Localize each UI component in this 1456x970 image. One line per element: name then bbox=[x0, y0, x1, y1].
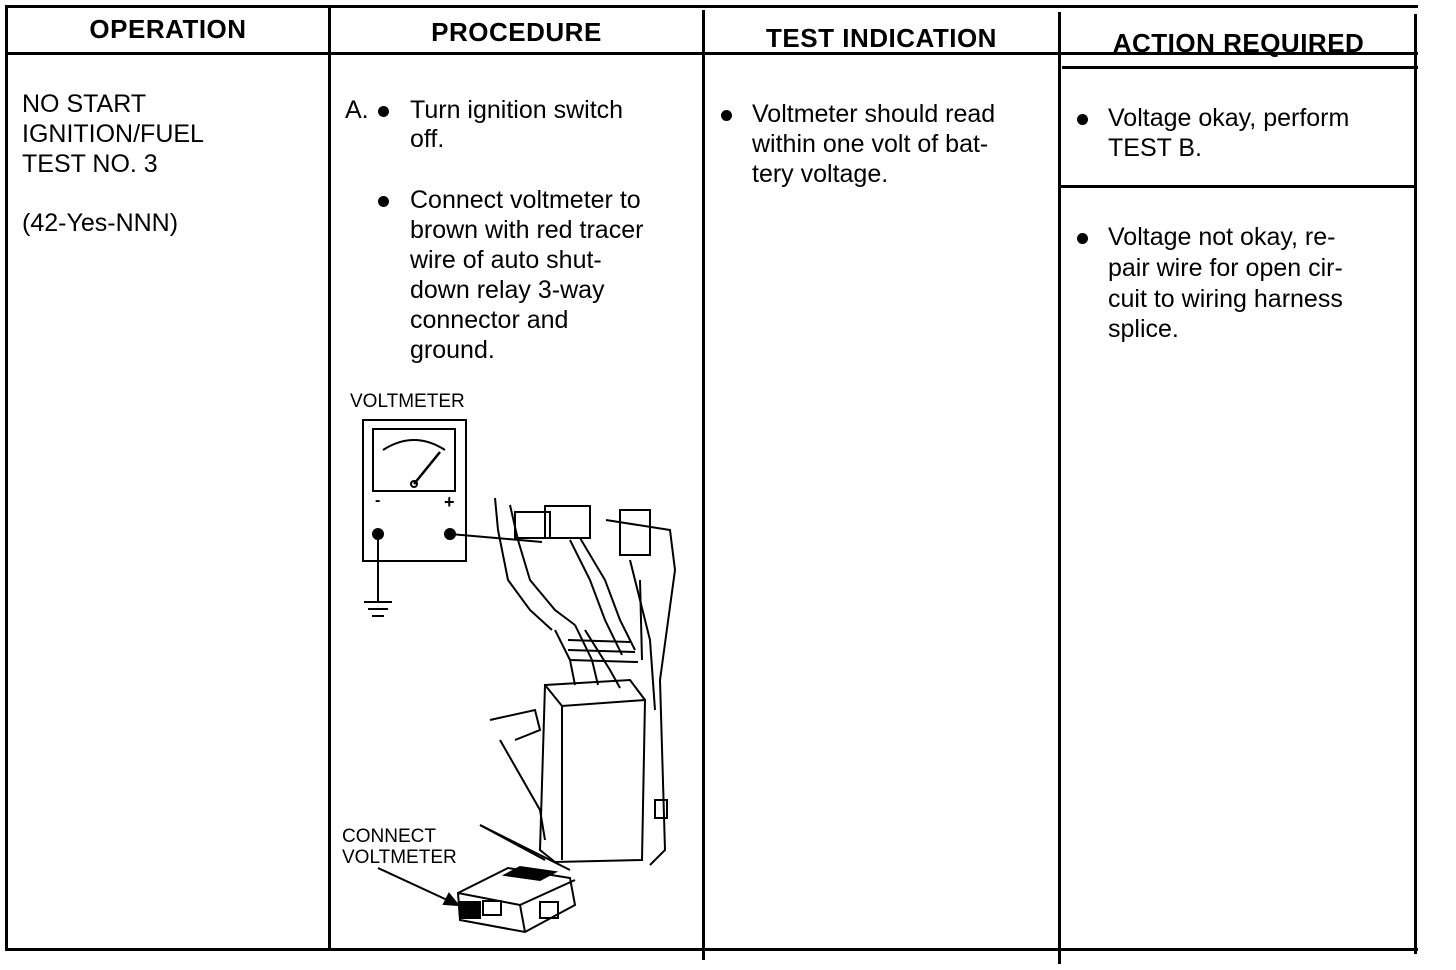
test-indication-line-1: Voltmeter should read bbox=[752, 100, 996, 128]
table-border-left bbox=[5, 5, 8, 950]
header-procedure: PROCEDURE bbox=[431, 17, 602, 47]
bullet-icon bbox=[1077, 233, 1088, 244]
action-ok-line-2: TEST B. bbox=[1108, 134, 1203, 162]
voltmeter-label: VOLTMETER bbox=[350, 391, 465, 412]
connect-label-line-2: VOLTMETER bbox=[342, 847, 457, 868]
bullet-icon bbox=[1077, 114, 1088, 125]
bullet-icon bbox=[378, 196, 389, 207]
step1-line-1: Turn ignition switch bbox=[410, 96, 624, 124]
step1-line-2: off. bbox=[410, 125, 445, 153]
step2-line-5: connector and bbox=[410, 306, 569, 334]
operation-code: (42-Yes-NNN) bbox=[22, 209, 179, 237]
bullet-icon bbox=[378, 106, 389, 117]
action-not-ok-line-3: cuit to wiring harness bbox=[1108, 285, 1343, 313]
table-border-right bbox=[1414, 14, 1417, 954]
step2-line-1: Connect voltmeter to bbox=[410, 186, 641, 214]
voltmeter-dial-window bbox=[372, 428, 456, 492]
voltmeter-body bbox=[362, 419, 467, 562]
bullet-icon bbox=[721, 110, 732, 121]
step2-line-3: wire of auto shut- bbox=[410, 246, 602, 274]
header-operation: OPERATION bbox=[89, 14, 247, 44]
step2-line-6: ground. bbox=[410, 336, 495, 364]
arrow-to-connector bbox=[377, 867, 459, 906]
header-divider bbox=[5, 52, 1418, 55]
test-indication-line-3: tery voltage. bbox=[752, 160, 889, 188]
operation-line-3: TEST NO. 3 bbox=[22, 150, 158, 178]
header-divider-right bbox=[1062, 66, 1418, 69]
action-not-ok-line-2: pair wire for open cir- bbox=[1108, 254, 1343, 282]
table-border-top bbox=[5, 5, 1418, 8]
step2-line-2: brown with red tracer bbox=[410, 216, 644, 244]
action-not-ok-line-4: splice. bbox=[1108, 315, 1179, 343]
voltmeter-needle bbox=[413, 451, 441, 485]
column-divider-2 bbox=[702, 10, 705, 960]
operation-line-2: IGNITION/FUEL bbox=[22, 120, 204, 148]
column-divider-1 bbox=[328, 8, 331, 950]
voltmeter-connection-illustration: - + bbox=[362, 419, 677, 934]
table-border-bottom bbox=[5, 948, 1418, 951]
action-not-ok-line-1: Voltage not okay, re- bbox=[1108, 223, 1336, 251]
column-divider-3 bbox=[1058, 12, 1061, 964]
plus-label: + bbox=[444, 492, 455, 512]
step-label: A. bbox=[345, 96, 369, 124]
action-row-divider bbox=[1060, 185, 1416, 188]
operation-line-1: NO START bbox=[22, 90, 147, 118]
step2-line-4: down relay 3-way bbox=[410, 276, 605, 304]
test-indication-line-2: within one volt of bat- bbox=[752, 130, 989, 158]
connect-label-line-1: CONNECT bbox=[342, 826, 436, 847]
action-ok-line-1: Voltage okay, perform bbox=[1108, 104, 1350, 132]
connector-3-way bbox=[456, 866, 577, 934]
engine-controller-module bbox=[538, 678, 647, 864]
header-test-indication: TEST INDICATION bbox=[766, 23, 997, 53]
minus-label: - bbox=[375, 492, 380, 509]
header-action-required: ACTION REQUIRED bbox=[1112, 28, 1365, 58]
